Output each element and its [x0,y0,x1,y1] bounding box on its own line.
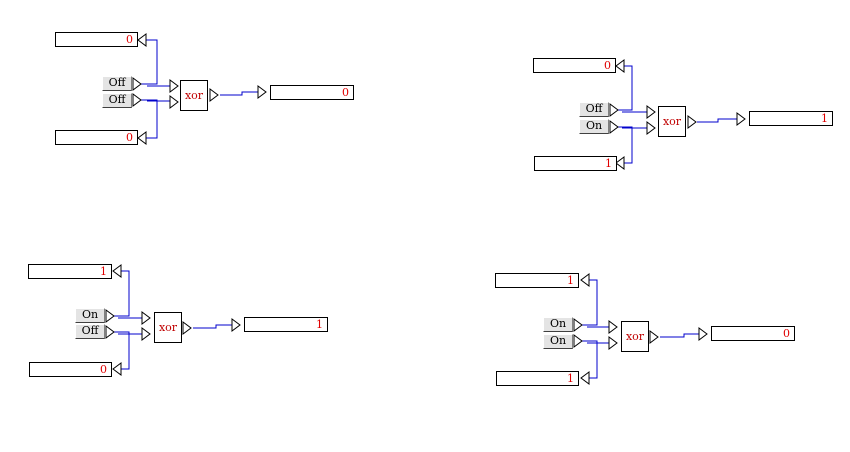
switch-b-1[interactable]: Off [579,102,609,117]
probe-value: 1 [567,274,574,287]
probe-c-bottom: 0 [29,362,112,377]
switch-d-1[interactable]: On [543,317,573,332]
output-probe-d: 0 [711,326,795,341]
switch-c-2[interactable]: Off [75,324,105,339]
probe-a-bottom: 0 [55,130,138,145]
probe-d-bottom: 1 [496,371,579,386]
xor-gate-c: xor [154,312,182,343]
probe-b-bottom: 1 [534,156,617,171]
output-probe-a: 0 [270,85,354,100]
switch-d-2[interactable]: On [543,334,573,349]
xor-gate-b: xor [658,106,686,137]
switch-c-1[interactable]: On [75,308,105,323]
probe-c-top: 1 [28,264,112,279]
switch-a-2[interactable]: Off [102,93,132,108]
gate-label: xor [184,89,204,102]
switch-a-1[interactable]: Off [102,76,132,91]
probe-value: 1 [567,372,574,385]
output-probe-b: 1 [749,111,833,126]
probe-d-top: 1 [495,273,579,288]
output-value: 1 [821,112,828,125]
probe-value: 0 [100,363,107,376]
xor-gate-a: xor [180,80,208,111]
output-value: 0 [783,327,790,340]
output-probe-c: 1 [244,317,328,332]
probe-b-top: 0 [533,58,616,73]
probe-value: 1 [605,157,612,170]
probe-value: 0 [126,131,133,144]
gate-label: xor [625,330,645,343]
gate-label: xor [158,321,178,334]
probe-value: 0 [126,33,133,46]
gate-label: xor [662,115,682,128]
output-value: 1 [316,318,323,331]
probe-a-top: 0 [55,32,138,47]
xor-gate-d: xor [621,321,649,352]
probe-value: 0 [604,59,611,72]
switch-b-2[interactable]: On [579,119,609,134]
output-value: 0 [342,86,349,99]
probe-value: 1 [100,265,107,278]
